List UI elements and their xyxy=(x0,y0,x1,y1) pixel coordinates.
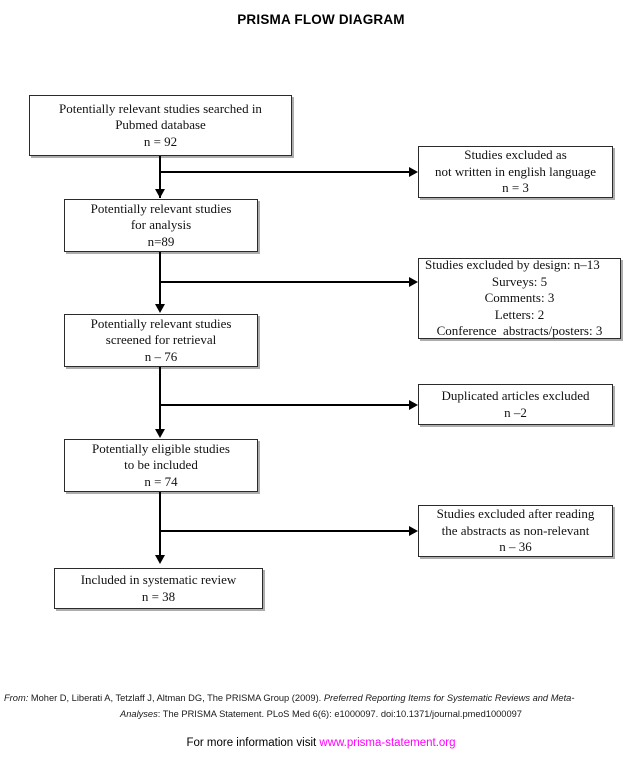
citation-line-2: Analyses: The PRISMA Statement. PLoS Med… xyxy=(0,707,642,721)
box-line: Studies excluded by design: n–13 xyxy=(425,256,600,272)
box-line: Studies excluded after reading xyxy=(436,506,595,522)
box-excluded-abstracts: Studies excluded after reading the abstr… xyxy=(418,505,613,557)
citation-line-1: From: Moher D, Liberati A, Tetzlaff J, A… xyxy=(0,691,642,705)
box-potentially-relevant-analysis: Potentially relevant studies for analysi… xyxy=(64,199,258,252)
box-excluded-not-english: Studies excluded as not written in engli… xyxy=(418,146,613,198)
connector-vertical-4 xyxy=(159,492,161,555)
box-line: for analysis xyxy=(130,217,192,233)
arrowhead-right-1 xyxy=(409,167,418,177)
box-line: Potentially eligible studies xyxy=(92,440,230,456)
box-line: n = 3 xyxy=(502,180,529,196)
box-excluded-duplicates: Duplicated articles excluded n –2 xyxy=(418,384,613,425)
connector-horizontal-4 xyxy=(159,530,411,532)
arrowhead-right-4 xyxy=(409,526,418,536)
citation-title-part1: Preferred Reporting Items for Systematic… xyxy=(323,693,575,703)
box-screened-for-retrieval: Potentially relevant studies screened fo… xyxy=(64,314,258,367)
box-line: Potentially relevant studies xyxy=(90,200,232,216)
citation-authors: Moher D, Liberati A, Tetzlaff J, Altman … xyxy=(28,693,324,703)
box-line: n = 92 xyxy=(143,133,178,149)
citation-title-part2: Analyses xyxy=(120,709,158,719)
arrowhead-right-3 xyxy=(409,400,418,410)
connector-horizontal-3 xyxy=(159,404,411,406)
citation-from-label: From: xyxy=(4,693,29,703)
box-potentially-eligible: Potentially eligible studies to be inclu… xyxy=(64,439,258,492)
box-included-in-review: Included in systematic review n = 38 xyxy=(54,568,263,609)
box-line: Surveys: 5 xyxy=(491,273,548,289)
arrowhead-right-2 xyxy=(409,277,418,287)
box-line: the abstracts as non-relevant xyxy=(441,522,590,538)
arrowhead-down-4 xyxy=(155,555,165,564)
box-line: n = 74 xyxy=(144,473,178,489)
page-title: PRISMA FLOW DIAGRAM xyxy=(237,12,405,27)
box-line: to be included xyxy=(124,457,198,473)
connector-vertical-1 xyxy=(159,156,161,198)
box-line: n = 38 xyxy=(141,588,176,604)
connector-vertical-2 xyxy=(159,252,161,304)
box-line: n –2 xyxy=(504,404,527,420)
arrowhead-down-1 xyxy=(155,189,165,198)
arrowhead-down-2 xyxy=(155,304,165,313)
citation-journal-doi: : The PRISMA Statement. PLoS Med 6(6): e… xyxy=(157,709,522,719)
box-line: Included in systematic review xyxy=(80,571,237,587)
box-line: not written in english language xyxy=(434,163,597,179)
box-line: n – 36 xyxy=(499,539,532,555)
box-line: Conference abstracts/posters: 3 xyxy=(436,323,603,339)
box-line: Potentially relevant studies searched in xyxy=(59,100,262,116)
box-potentially-relevant-searched: Potentially relevant studies searched in… xyxy=(29,95,292,156)
box-line: Studies excluded as xyxy=(464,147,567,163)
connector-horizontal-2 xyxy=(159,281,411,283)
box-excluded-by-design: Studies excluded by design: n–13 Surveys… xyxy=(418,256,621,339)
connector-vertical-3 xyxy=(159,367,161,429)
box-line: n=89 xyxy=(147,233,175,249)
box-line: Potentially relevant studies xyxy=(90,315,232,331)
box-line: Letters: 2 xyxy=(494,306,545,322)
connector-horizontal-1 xyxy=(159,171,411,173)
prisma-statement-link[interactable]: www.prisma-statement.org xyxy=(319,737,456,749)
arrowhead-down-3 xyxy=(155,429,165,438)
box-line: Duplicated articles excluded xyxy=(441,387,590,403)
box-line: Pubmed database xyxy=(115,117,206,133)
box-line: n – 76 xyxy=(144,348,178,364)
more-info-label: For more information visit xyxy=(186,737,320,749)
more-information-line: For more information visit www.prisma-st… xyxy=(0,737,642,749)
box-line: Comments: 3 xyxy=(484,290,555,306)
box-line: screened for retrieval xyxy=(105,332,217,348)
